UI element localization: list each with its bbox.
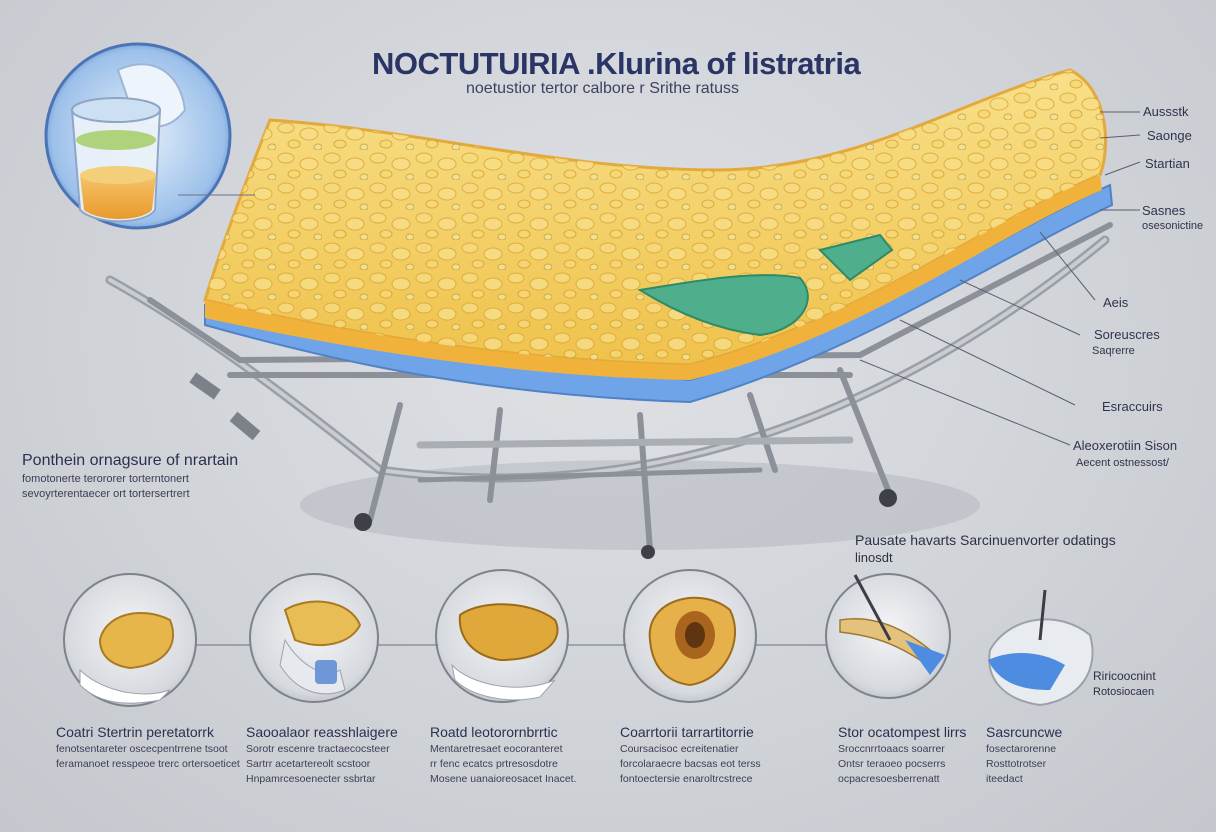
callout-label: Esraccuirs	[1102, 399, 1163, 414]
callout-label: Aeis	[1103, 295, 1129, 310]
callout-label: Saonge	[1147, 128, 1192, 143]
caption-block: Stor ocatompest lirrs Sroccnrrtoaacs soa…	[838, 724, 966, 785]
caption-heading: Stor ocatompest lirrs	[838, 724, 967, 740]
callout-label: Startian	[1145, 156, 1190, 171]
right-bottom-callout: Riricoocnint Rotosiocaen	[1093, 669, 1156, 698]
caption-line: Sroccnrrtoaacs soarrer	[838, 743, 945, 755]
caption-line: forcolaraecre bacsas eot terss	[620, 758, 761, 770]
caption-heading: Saooalaor reasshlaigere	[246, 724, 398, 740]
caption-line: Mentaretresaet eocoranteret	[430, 743, 563, 755]
right-bottom-line: Rotosiocaen	[1093, 686, 1155, 698]
caption-line: Rosttotrotser	[986, 758, 1047, 770]
left-callout: Ponthein ornagsure of nrartain fomotoner…	[22, 452, 238, 500]
cup-of-urine-icon	[70, 63, 187, 223]
caption-line: fosectarorenne	[986, 743, 1057, 755]
caption-line: fenotsentareter oscecpentrrene tsoot	[56, 743, 228, 755]
caption-heading: Roatd leotorornbrrtic	[430, 724, 558, 740]
organ-detail-icon	[435, 569, 569, 703]
caption-line: rr fenc ecatcs prtresosdotre	[430, 758, 558, 770]
leader-lines	[859, 111, 1141, 446]
wheel	[879, 489, 897, 507]
bed-shadow	[300, 460, 980, 550]
mid-right-subheading: linosdt	[855, 550, 893, 565]
callout-label: Aleoxerotiin Sison	[1073, 438, 1178, 453]
green-accent	[637, 274, 809, 337]
organ-detail-icon	[825, 573, 951, 699]
caption-block: Roatd leotorornbrrtic Mentaretresaet eoc…	[430, 724, 577, 785]
left-callout-line: sevoyrterentaecer ort tortersertrert	[22, 488, 190, 500]
caption-line: ocpacresoesberrenatt	[838, 773, 940, 785]
caption-heading: Sasrcuncwe	[986, 724, 1063, 740]
mid-right-callout: Pausate havarts Sarcinuenvorter odatings…	[855, 532, 1116, 565]
caption-line: iteedact	[986, 773, 1023, 785]
organ-detail-icon	[988, 589, 1094, 707]
caption-block: Sasrcuncwe fosectarorenne Rosttotrotser …	[986, 724, 1062, 785]
caption-line: Hnpamrcesoenecter ssbrtar	[246, 773, 376, 785]
caption-heading: Coatri Stertrin peretatorrk	[56, 724, 214, 740]
mattress-edge	[205, 175, 1102, 380]
page-subtitle: noetustior tertor calbore r Srithe ratus…	[466, 80, 740, 97]
callout-label: Aecent ostnessost/	[1076, 457, 1169, 469]
caption-heading: Coarrtorii tarrartitorrie	[620, 724, 754, 740]
caption-line: Ontsr teraoeo pocserrs	[838, 758, 946, 770]
caption-block: Coatri Stertrin peretatorrk fenotsentare…	[56, 724, 240, 770]
organ-detail-icon	[249, 573, 379, 703]
caption-line: Sartrr acetartereolt scstoor	[246, 758, 371, 770]
right-bottom-line: Riricoocnint	[1093, 669, 1156, 683]
left-callout-line: fomotonerte terororer torterntonert	[22, 473, 189, 485]
organ-detail-icon	[63, 573, 197, 707]
mid-right-heading: Pausate havarts Sarcinuenvorter odatings	[855, 532, 1116, 548]
left-callout-heading: Ponthein ornagsure of nrartain	[22, 452, 239, 469]
callout-label: Aussstk	[1143, 104, 1189, 119]
wheel	[641, 545, 655, 559]
wheel	[354, 513, 372, 531]
callout-label: Soreuscres	[1094, 327, 1160, 342]
caption-block: Coarrtorii tarrartitorrie Coursacisoc ec…	[620, 724, 761, 785]
callout-label: Sasnes	[1142, 203, 1186, 218]
caption-block: Saooalaor reasshlaigere Sorotr escenre t…	[246, 724, 398, 785]
page-title: NOCTUTUIRIA .Klurina of listratria	[372, 46, 861, 81]
caption-line: fontoectersie enaroltrcstrece	[620, 773, 753, 785]
callout-label: Saqrerre	[1092, 345, 1135, 357]
caption-line: Coursacisoc ecreitenatier	[620, 743, 739, 755]
organ-detail-icon	[623, 569, 757, 703]
caption-line: Sorotr escenre tractaecocsteer	[246, 743, 390, 755]
caption-line: Mosene uanaioreosacet Inacet.	[430, 773, 577, 785]
callout-label: osesonictine	[1142, 220, 1204, 232]
caption-line: feramanoet resspeoe trerc ortersoeticet	[56, 758, 240, 770]
